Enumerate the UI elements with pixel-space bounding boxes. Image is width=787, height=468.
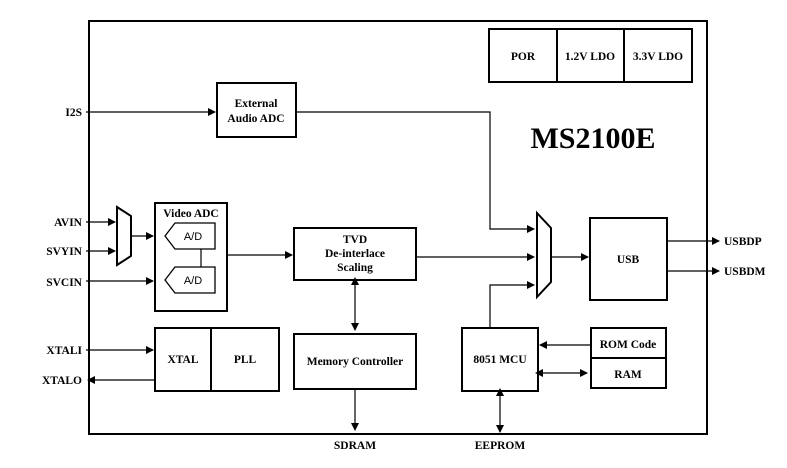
external-audio-adc-block — [216, 82, 297, 138]
pin-xtali: XTALI — [46, 345, 82, 357]
wire-audio-to-mux — [296, 111, 535, 233]
power-block-group: POR 1.2V LDO 3.3V LDO — [488, 28, 693, 83]
mcu-label: 8051 MCU — [473, 354, 527, 366]
tvd-label-2: De-interlace — [325, 248, 385, 260]
tvd-block — [293, 227, 417, 281]
external-audio-adc-label-1: External — [235, 98, 278, 110]
external-audio-adc-label-2: Audio ADC — [227, 113, 284, 125]
output-mux — [536, 210, 552, 300]
chip-title: MS2100E — [530, 122, 655, 155]
pin-usbdp: USBDP — [724, 236, 762, 248]
por-label: POR — [511, 51, 536, 63]
memory-controller-label: Memory Controller — [307, 356, 404, 368]
usb-label: USB — [617, 254, 640, 266]
ad-converter-bottom — [164, 266, 216, 294]
ram-label: RAM — [614, 369, 642, 381]
ldo-3v3-label: 3.3V LDO — [633, 51, 683, 63]
tvd-label-1: TVD — [343, 234, 367, 246]
ldo-1v2-label: 1.2V LDO — [565, 51, 615, 63]
xtal-pll-block — [154, 327, 280, 392]
rom-code-label: ROM Code — [600, 339, 657, 351]
pin-eeprom: EEPROM — [475, 440, 526, 452]
pin-i2s: I2S — [65, 107, 82, 119]
wire-mcu-to-mux — [489, 281, 535, 328]
pin-usbdm: USBDM — [724, 266, 766, 278]
memory-controller-block — [293, 333, 417, 390]
video-adc-label: Video ADC — [163, 208, 218, 220]
power-block-frame — [488, 28, 693, 83]
usb-block — [589, 217, 668, 301]
pll-label: PLL — [234, 354, 257, 366]
pin-xtalo: XTALO — [42, 375, 82, 387]
input-mux — [116, 205, 132, 267]
ad-converter-top — [164, 222, 216, 250]
pin-sdram: SDRAM — [334, 440, 376, 452]
xtal-label: XTAL — [167, 354, 198, 366]
ad-converter-bottom-label: A/D — [184, 275, 202, 287]
ad-converter-top-label: A/D — [184, 231, 202, 243]
pin-svcin: SVCIN — [46, 277, 82, 289]
tvd-label-3: Scaling — [337, 262, 373, 274]
mcu-block — [461, 327, 539, 392]
pin-svyin: SVYIN — [46, 246, 82, 258]
pin-avin: AVIN — [54, 217, 83, 229]
